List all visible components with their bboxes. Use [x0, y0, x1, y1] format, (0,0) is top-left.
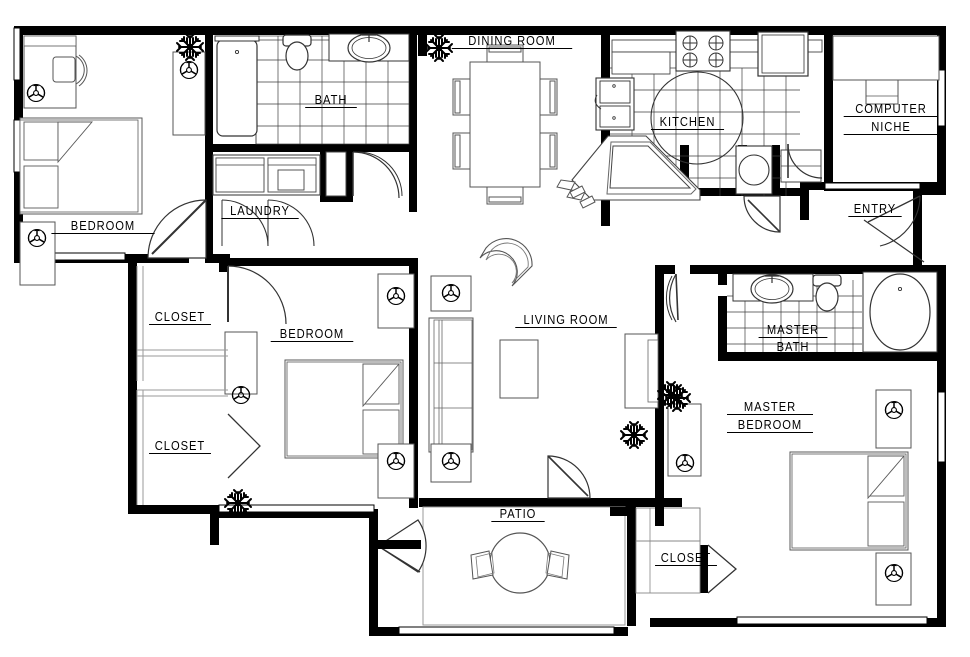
living-room-furniture [428, 238, 702, 483]
room-label-living-room: LIVING ROOM [515, 312, 617, 328]
room-label-closet-upper: CLOSET [149, 309, 211, 325]
room-label-closet-lower: CLOSET [149, 438, 211, 454]
room-label-laundry: LAUNDRY [221, 203, 299, 219]
bath-fixtures [214, 33, 410, 145]
master-bath-fixtures [727, 271, 938, 353]
closet-shelving [136, 266, 228, 505]
room-label-patio: PATIO [491, 506, 545, 522]
laundry-fixtures [212, 151, 347, 197]
room-label-bedroom-left: BEDROOM [51, 218, 155, 234]
dining-room-furniture [425, 34, 558, 205]
room-label-entry: ENTRY [848, 201, 902, 217]
room-label-kitchen: KITCHEN [650, 114, 725, 130]
room-label-master-bath: MASTER BATH [758, 322, 828, 355]
bedroom-left-furniture [19, 33, 206, 286]
room-label-closet-master: CLOSET [655, 550, 717, 566]
room-label-dining-room: DINING ROOM [451, 33, 573, 49]
windows [13, 27, 946, 635]
master-bedroom-furniture [635, 384, 912, 606]
room-label-bedroom-middle: BEDROOM [270, 326, 354, 342]
room-label-bath: BATH [305, 92, 357, 108]
bedroom-middle-furniture [224, 273, 415, 517]
computer-niche-furniture [832, 35, 940, 105]
wall-jogs [369, 498, 664, 636]
room-label-master-bedroom: MASTER BEDROOM [727, 399, 813, 433]
room-label-computer-niche: COMPUTER NICHE [843, 101, 939, 135]
patio-furniture [422, 506, 626, 626]
